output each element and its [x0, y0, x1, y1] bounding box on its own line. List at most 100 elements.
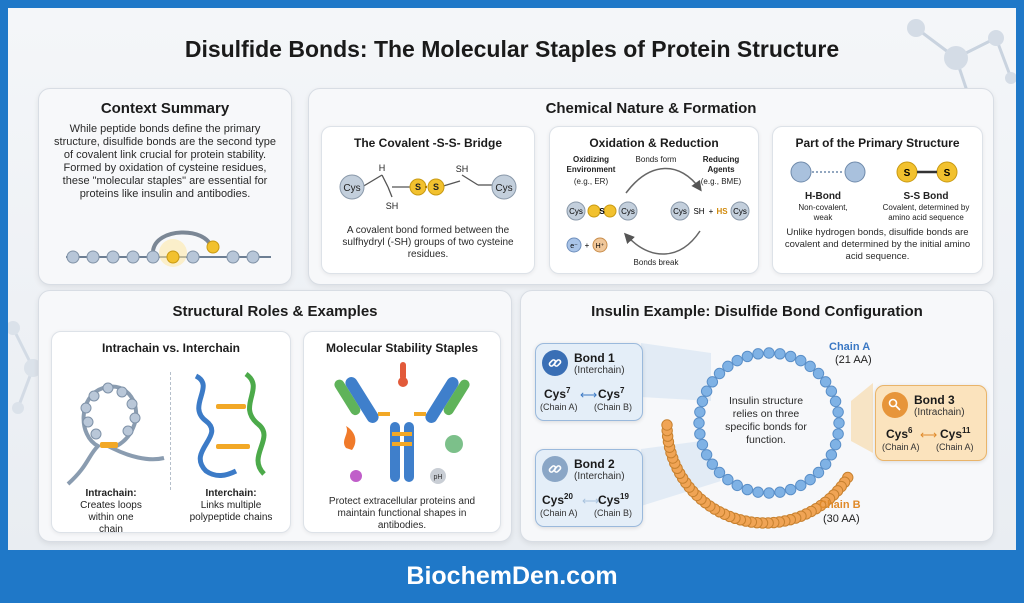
bridge-cys-right: Cys — [495, 183, 512, 194]
bond3-right-cys: Cys11 — [940, 426, 971, 441]
redox-left-cys1: Cys — [569, 207, 583, 216]
primary-structure-card: Part of the Primary Structure S S H-Bond… — [772, 126, 983, 274]
chain-a-residue — [731, 354, 743, 367]
covalent-bridge-card: The Covalent -S-S- Bridge Cys Cys S S H — [321, 126, 535, 274]
chain-a-residue — [713, 367, 726, 380]
chain-a-residue — [795, 354, 807, 367]
bridge-sh-right: SH — [456, 164, 469, 174]
interchain-link-diagram — [194, 371, 267, 478]
loop-icon — [882, 392, 908, 418]
bonds-form-label: Bonds form — [635, 155, 677, 164]
electron-label: e⁻ — [570, 243, 578, 250]
bond3-box: Bond 3 (Intrachain) Cys6 ⟷ Cys11 (Chain … — [875, 385, 987, 461]
primary-heading: Part of the Primary Structure — [795, 136, 960, 150]
antibody-diagram: pH — [334, 362, 470, 484]
bond3-arrow-icon: ⟷ — [920, 428, 938, 442]
chemical-nature-heading: Chemical Nature & Formation — [545, 100, 757, 117]
bond1-left-chain: (Chain A) — [540, 402, 578, 412]
chain-a-residue — [812, 466, 825, 479]
disulfide-bridge-diagram: Cys Cys S S H SH SH — [339, 163, 517, 211]
chain-a-residue — [774, 348, 786, 360]
ssbond-label: S-S Bond — [903, 191, 949, 202]
redox-cycle-diagram: Cys S Cys Cys SH + HS Cys e⁻ + H⁺ — [566, 167, 750, 255]
bond1-box: Bond 1 (Interchain) Cys7 ⟷ Cys7 (Chain A… — [535, 343, 643, 421]
intrachain-label: Intrachain: — [85, 488, 137, 499]
bond3-left-chain: (Chain A) — [882, 442, 920, 452]
bridge-s2: S — [433, 182, 439, 192]
chain-a-residue — [829, 395, 842, 408]
context-summary-text: While peptide bonds define the primary s… — [54, 123, 276, 200]
chain-a-residue — [741, 350, 754, 363]
chain-a-residue — [696, 438, 709, 451]
hbond-desc: Non-covalent, weak — [798, 203, 848, 222]
link-icon — [542, 350, 568, 376]
bond2-box: Bond 2 (Interchain) Cys20 ⟷ Cys19 (Chain… — [535, 449, 643, 527]
chain-a-residue — [804, 360, 816, 373]
chain-a-residue — [700, 385, 713, 397]
bond1-arrow-icon: ⟷ — [580, 388, 598, 402]
chain-a-residue — [774, 486, 786, 498]
redox-plus: + — [585, 241, 590, 250]
context-summary-panel: Context Summary While peptide bonds defi… — [38, 88, 292, 285]
stability-heading: Molecular Stability Staples — [325, 341, 479, 355]
oxidizing-example: (e.g., ER) — [573, 177, 609, 186]
bridge-heading: The Covalent -S-S- Bridge — [353, 136, 502, 150]
redox-left-s: S — [599, 207, 605, 216]
redox-right-sh: SH — [693, 207, 704, 216]
chain-b-residue — [661, 419, 673, 431]
chain-a-residue — [741, 483, 754, 496]
redox-right-hs: HS — [716, 207, 728, 216]
insulin-chain-diagram — [641, 343, 873, 529]
chain-a-residue — [706, 458, 719, 470]
chain-a-residue — [819, 376, 832, 388]
bond1-right-cys: Cys7 — [598, 386, 625, 401]
chain-a-residue — [752, 348, 764, 360]
chain-a-residue — [706, 376, 719, 388]
peptide-chain-loop-icon — [66, 230, 271, 267]
chain-a-residue — [700, 449, 713, 461]
bond2-left-chain: (Chain A) — [540, 508, 578, 518]
chain-a-residue — [731, 479, 743, 492]
chain-a-residue — [812, 367, 825, 380]
ssbond-desc: Covalent, determined by amino acid seque… — [882, 203, 970, 222]
page-title: Disulfide Bonds: The Molecular Staples o… — [184, 36, 840, 62]
primary-text: Unlike hydrogen bonds, disulfide bonds a… — [784, 227, 971, 262]
chain-a-length: (21 AA) — [835, 354, 872, 366]
chain-a-residue — [693, 417, 705, 429]
bond1-title: Bond 1 — [574, 351, 615, 365]
chain-b-label: Chain B — [819, 499, 861, 511]
insulin-panel: Insulin Example: Disulfide Bond Configur… — [520, 290, 994, 542]
redox-right-cys1: Cys — [673, 207, 687, 216]
hbond-label: H-Bond — [804, 191, 842, 202]
chain-a-residue — [696, 395, 709, 408]
structural-roles-panel: Structural Roles & Examples Intrachain v… — [38, 290, 512, 542]
intra-inter-heading: Intrachain vs. Interchain — [101, 341, 241, 355]
chain-a-residue — [833, 417, 845, 429]
chain-a-residue — [713, 466, 726, 479]
link-icon — [542, 456, 568, 482]
bond3-title: Bond 3 — [914, 393, 955, 407]
insulin-heading: Insulin Example: Disulfide Bond Configur… — [591, 303, 923, 320]
reducing-label: Reducing Agents — [702, 155, 740, 174]
bridge-s1: S — [415, 182, 421, 192]
chain-a-residue — [832, 406, 844, 418]
chain-a-residue — [763, 487, 775, 499]
bond1-type: (Interchain) — [574, 365, 625, 376]
bond3-type: (Intrachain) — [914, 407, 965, 418]
bond2-arrow-icon: ⟷ — [582, 494, 600, 508]
bridge-cys-left: Cys — [343, 183, 360, 194]
intrachain-desc: Creates loops within one chain — [80, 500, 142, 535]
chain-a-residue — [784, 350, 797, 363]
stability-card: Molecular Stability Staples — [303, 331, 501, 533]
ss-s2: S — [944, 168, 951, 179]
redox-right-cys2: Cys — [733, 207, 747, 216]
redox-left-cys2: Cys — [621, 207, 635, 216]
context-summary-heading: Context Summary — [100, 100, 230, 117]
chain-a-residue — [784, 483, 797, 496]
ph-label: pH — [434, 474, 443, 481]
bridge-h: H — [379, 163, 386, 173]
redox-heading: Oxidation & Reduction — [589, 136, 719, 150]
chain-a-residue — [694, 406, 706, 418]
intra-inter-divider — [170, 372, 171, 490]
bond2-right-cys: Cys19 — [598, 492, 629, 507]
